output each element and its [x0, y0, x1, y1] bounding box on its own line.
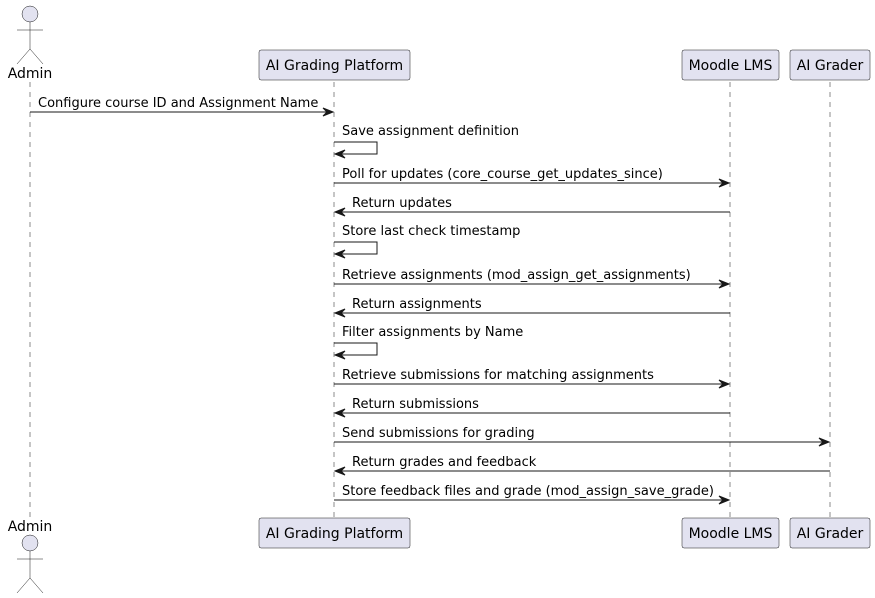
self-message-line — [334, 241, 378, 255]
participant-grader-bottom: AI Grader — [789, 517, 871, 549]
messages: Configure course ID and Assignment NameS… — [30, 96, 831, 505]
arrow-head-icon — [718, 495, 731, 505]
message-label: Store feedback files and grade (mod_assi… — [342, 484, 714, 499]
message-2: Save assignment definition — [333, 124, 519, 159]
message-label: Send submissions for grading — [342, 426, 535, 441]
message-label: Retrieve submissions for matching assign… — [342, 368, 654, 383]
message-label: Return submissions — [352, 397, 479, 412]
actor-head-icon — [21, 5, 39, 23]
message-8: Filter assignments by Name — [333, 325, 523, 360]
participant-platform-top: AI Grading Platform — [258, 49, 411, 81]
participant-moodle-bottom: Moodle LMS — [681, 517, 780, 549]
message-label: Configure course ID and Assignment Name — [38, 96, 318, 111]
message-label: Return assignments — [352, 297, 482, 312]
message-3: Poll for updates (core_course_get_update… — [334, 167, 731, 188]
participant-label-platform-bottom: AI Grading Platform — [266, 526, 403, 542]
actor-label-admin-bottom: Admin — [8, 519, 53, 535]
message-12: Return grades and feedback — [333, 455, 830, 476]
message-6: Retrieve assignments (mod_assign_get_ass… — [334, 268, 731, 289]
arrow-head-icon — [333, 466, 346, 476]
message-11: Send submissions for grading — [334, 426, 831, 447]
participant-label-moodle-bottom: Moodle LMS — [689, 526, 773, 542]
lifelines — [29, 82, 831, 518]
message-label: Return updates — [352, 196, 452, 211]
participant-label-grader-bottom: AI Grader — [797, 526, 864, 542]
message-1: Configure course ID and Assignment Name — [30, 96, 335, 117]
participant-label-platform-top: AI Grading Platform — [266, 58, 403, 74]
self-message-line — [334, 141, 378, 155]
participant-moodle-top: Moodle LMS — [681, 49, 780, 81]
message-4: Return updates — [333, 196, 730, 217]
message-label: Save assignment definition — [342, 124, 519, 139]
arrow-head-icon — [333, 149, 346, 159]
message-7: Return assignments — [333, 297, 730, 318]
message-13: Store feedback files and grade (mod_assi… — [334, 484, 731, 505]
arrow-head-icon — [718, 279, 731, 289]
actor-admin-bottom: Admin — [8, 519, 53, 594]
arrow-head-icon — [818, 437, 831, 447]
self-message-line — [334, 342, 378, 356]
message-label: Return grades and feedback — [352, 455, 537, 470]
arrow-head-icon — [718, 379, 731, 389]
arrow-head-icon — [333, 249, 346, 259]
message-10: Return submissions — [333, 397, 730, 418]
participant-grader-top: AI Grader — [789, 49, 871, 81]
arrow-head-icon — [322, 107, 335, 117]
arrow-head-icon — [333, 350, 346, 360]
arrow-head-icon — [333, 408, 346, 418]
message-label: Store last check timestamp — [342, 224, 520, 239]
message-label: Poll for updates (core_course_get_update… — [342, 167, 663, 182]
actor-label-admin-top: Admin — [8, 66, 53, 82]
participant-label-moodle-top: Moodle LMS — [689, 58, 773, 74]
message-9: Retrieve submissions for matching assign… — [334, 368, 731, 389]
participant-platform-bottom: AI Grading Platform — [258, 517, 411, 549]
message-label: Filter assignments by Name — [342, 325, 523, 340]
participant-label-grader-top: AI Grader — [797, 58, 864, 74]
arrow-head-icon — [333, 308, 346, 318]
arrow-head-icon — [333, 207, 346, 217]
actor-head-icon — [21, 534, 39, 552]
message-label: Retrieve assignments (mod_assign_get_ass… — [342, 268, 691, 283]
message-5: Store last check timestamp — [333, 224, 520, 259]
arrow-head-icon — [718, 178, 731, 188]
actor-admin-top: Admin — [8, 5, 53, 82]
